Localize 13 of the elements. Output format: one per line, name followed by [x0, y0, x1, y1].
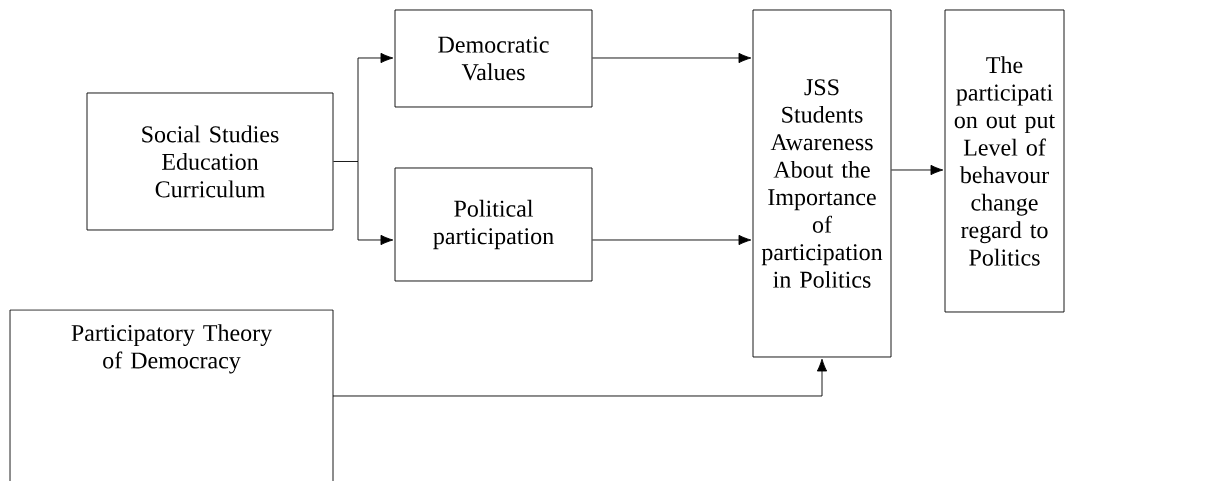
open-box: Participatory Theory of Democracy: [9, 309, 334, 481]
arrow: [332, 358, 828, 397]
process-box: Political participation: [394, 167, 593, 282]
process-box: Social Studies Education Curriculum: [86, 92, 334, 231]
process-box: JSS Students Awareness About the Importance of participation in Politics: [752, 9, 892, 358]
arrow: [357, 52, 394, 162]
arrow: [357, 161, 394, 246]
connector-line: [333, 161, 359, 162]
process-box: The participati on out put Level of behavour change regard to Politics: [944, 9, 1065, 313]
arrow: [891, 164, 944, 176]
process-box: Democratic Values: [394, 9, 593, 108]
arrow: [592, 234, 752, 246]
arrow: [592, 52, 752, 64]
